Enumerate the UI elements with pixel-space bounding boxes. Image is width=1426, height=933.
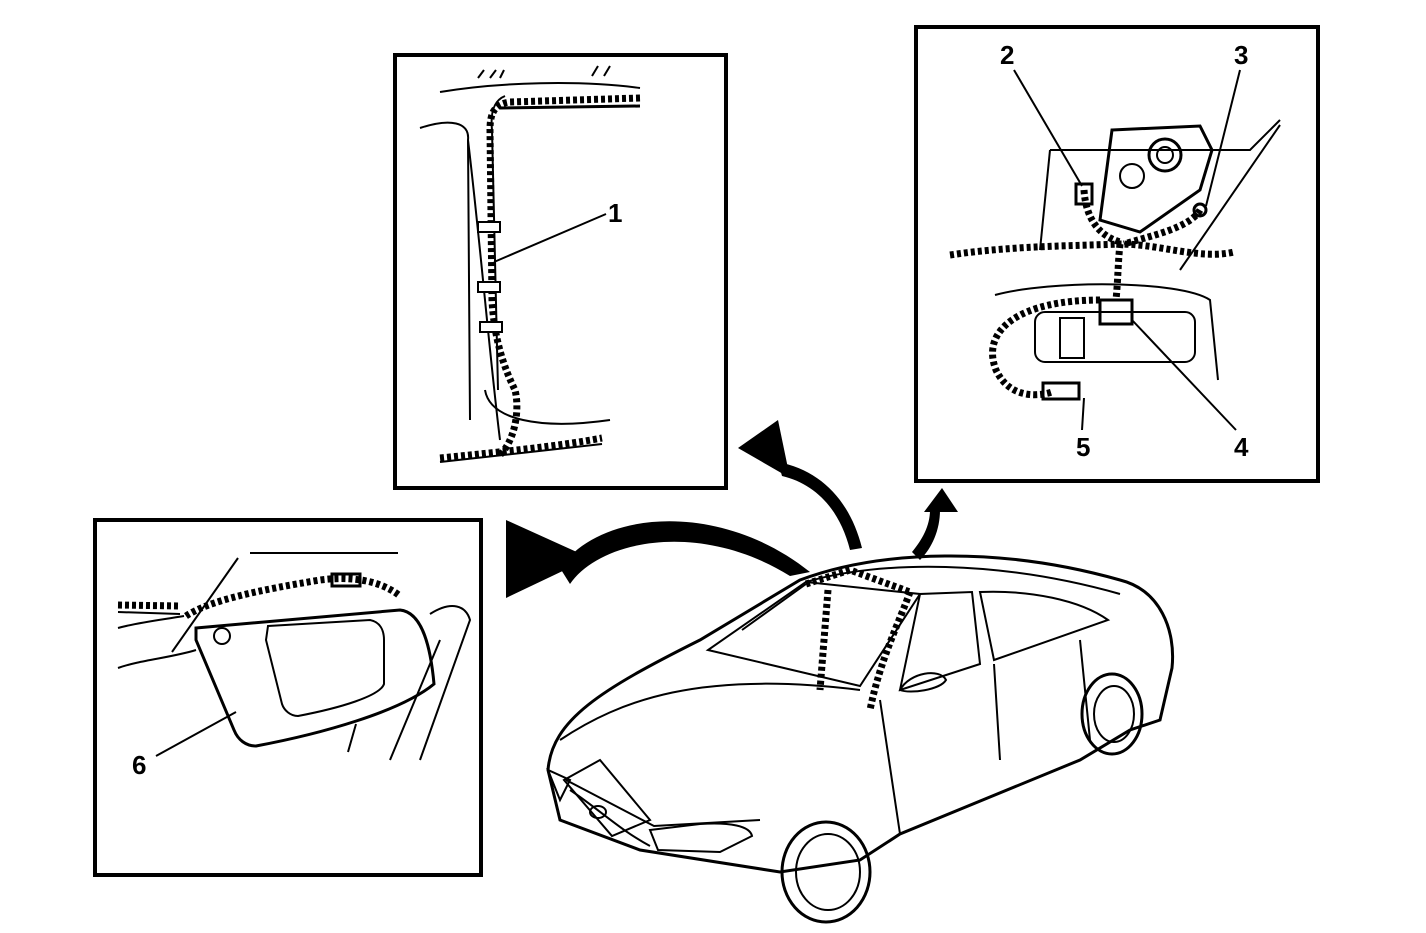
pointer-arrows [506, 420, 958, 598]
callout-3: 3 [1234, 40, 1248, 70]
callout-5: 5 [1076, 432, 1090, 462]
callout-1: 1 [608, 198, 622, 228]
callout-4: 4 [1234, 432, 1249, 462]
callout-6: 6 [132, 750, 146, 780]
detail-panel-roof-module: 2 3 4 5 [914, 25, 1320, 483]
vehicle-illustration [546, 554, 1175, 924]
detail-panel-sun-visor: 6 [93, 518, 483, 877]
callout-2: 2 [1000, 40, 1014, 70]
detail-panel-a-pillar: 1 [393, 53, 728, 490]
